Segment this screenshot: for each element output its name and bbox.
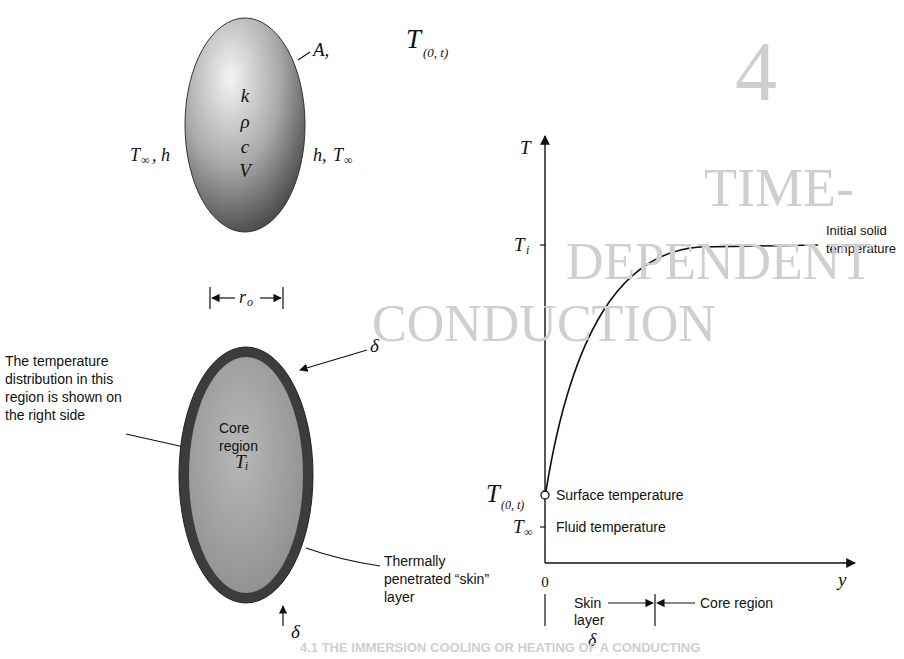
region-label: Core region [700,595,773,611]
subscript: ∞ [524,526,533,540]
surface-temp-symbol: T [486,480,500,509]
curve-label: Fluid temperature [556,519,666,535]
distance-axis [545,562,855,563]
axis-label: y [838,569,846,591]
chapter-title: DEPENDENT [566,232,872,292]
skin-layer-body: Core regionTᵢ [179,347,313,603]
initial-temp-symbol: T [514,234,525,256]
dimension-tick [209,287,210,309]
subscript: ∞ [344,154,353,168]
node-outline [179,347,313,603]
annotation: The temperature distribution in this reg… [5,352,127,424]
node-text: c [241,136,249,158]
dimension-label: r [239,287,246,308]
solid-body: kρcV [185,18,305,232]
heat-transfer-coefficient: h, [313,145,327,166]
bracket-arrow [657,602,695,603]
subscript: o [247,296,253,310]
annotation: Thermally penetrated “skin” layer [384,552,506,606]
axis-tick [540,526,545,527]
skin-ring [179,347,313,603]
heat-transfer-coefficient: , h [152,145,170,166]
bracket-tick [544,594,545,626]
leader-line [300,350,367,370]
bracket-tick [654,594,655,626]
node-text: ρ [240,111,249,133]
fluid-temp-symbol: T [333,145,343,166]
subscript: i [526,244,529,258]
surface-area-label: A, [313,39,329,61]
surface-point [541,491,549,499]
body-ellipse [185,18,305,232]
node-text: Core region [219,419,279,455]
subscript: ∞ [141,154,150,168]
subscript: (0, t) [501,499,524,513]
chapter-title: CONDUCTION [372,294,716,354]
axis-tick [540,244,545,245]
fluid-temp-symbol: T [130,145,140,166]
dimension-arrow [212,297,235,298]
curve-label: Surface temperature [556,487,684,503]
thickness-label: δ [291,621,300,643]
surface-temp-symbol: T [406,24,421,55]
axis-origin: 0 [541,574,549,591]
node-text: k [241,85,249,107]
section-heading: 4.1 THE IMMERSION COOLING OR HEATING OF … [300,641,700,656]
dimension-tick [282,287,283,309]
fluid-temp-symbol: T [513,516,524,538]
chapter-number: 4 [735,24,777,121]
leader-line [298,52,310,60]
subscript: (0, t) [423,46,448,61]
leader-line [282,606,283,626]
leader-line [306,548,380,566]
axis-label: T [520,137,531,159]
node-text: V [239,160,251,182]
bracket-arrow [608,602,653,603]
chapter-title: TIME- [704,157,854,219]
node-text: Tᵢ [235,451,249,473]
leader-line [126,434,184,447]
dimension-arrow [260,297,281,298]
region-label: Skin [574,595,601,611]
core-ellipse [189,357,303,593]
region-label: layer [574,612,604,628]
